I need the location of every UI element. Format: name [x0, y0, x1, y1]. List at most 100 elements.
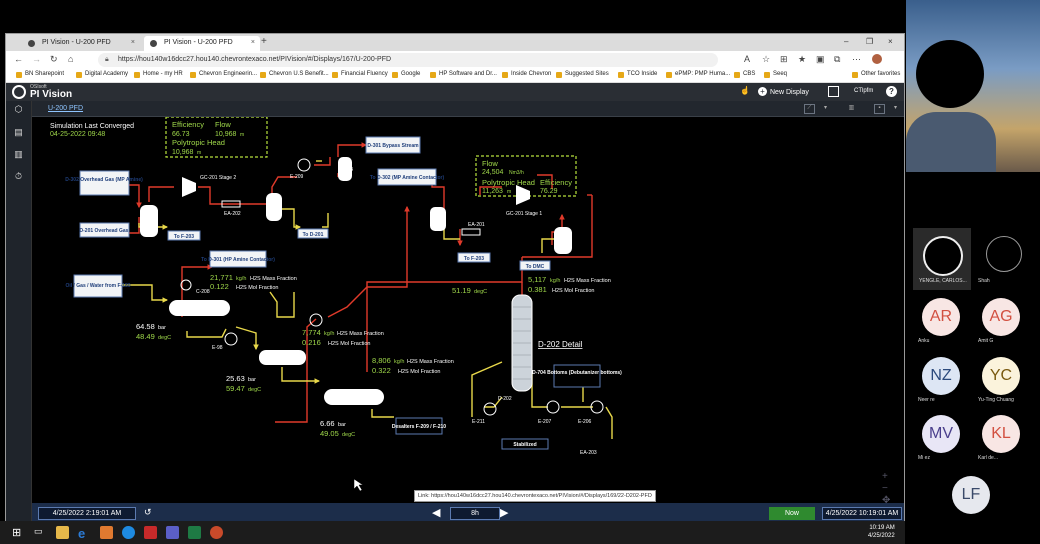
asset-icon[interactable]: ▥: [846, 104, 857, 114]
air-cooler-ea201: [462, 229, 480, 235]
help-icon[interactable]: ?: [886, 86, 897, 97]
close-window-icon[interactable]: ×: [888, 37, 893, 46]
other-favorites[interactable]: Other favorites: [852, 71, 900, 77]
bookmark-item[interactable]: TCO Inside: [618, 71, 657, 77]
reset-icon[interactable]: ↺: [144, 507, 152, 518]
bookmark-item[interactable]: CBS: [734, 71, 755, 77]
close-tab-icon[interactable]: ×: [131, 39, 135, 46]
browser-tab-2[interactable]: PI Vision - U-200 PFD ×: [144, 36, 260, 51]
events-icon[interactable]: ⏱: [13, 171, 24, 182]
pdf-icon[interactable]: [144, 526, 157, 539]
user-name[interactable]: CTlpfm: [854, 88, 873, 94]
back-triangle-icon[interactable]: ◀: [432, 506, 440, 519]
app-icon[interactable]: [210, 526, 223, 539]
duration-input[interactable]: 8h: [450, 507, 500, 520]
end-time-input[interactable]: 4/25/2022 10:19:01 AM: [822, 507, 902, 520]
bookmark-item[interactable]: Suggested Sites: [556, 71, 609, 77]
low-flow-value: 8,806: [372, 356, 391, 365]
start-time-input[interactable]: 4/25/2022 2:19:01 AM: [38, 507, 136, 520]
link-d704: [554, 365, 600, 387]
bookmark-item[interactable]: Seeq: [764, 71, 787, 77]
extension-icon[interactable]: ⊞: [780, 54, 788, 65]
participant-avatar[interactable]: LF: [952, 476, 990, 514]
compressor-gc201-stage1: [516, 185, 530, 205]
internet-explorer-icon[interactable]: e: [78, 526, 91, 539]
label-f203: F-203: [344, 396, 357, 402]
zoom-out-icon[interactable]: −: [882, 483, 890, 495]
forward-triangle-icon[interactable]: ▶: [500, 506, 508, 519]
browser-tab-1[interactable]: PI Vision - U-200 PFD ×: [22, 36, 140, 51]
chevron-down-icon[interactable]: ▾: [890, 104, 901, 114]
task-view-icon[interactable]: ▭: [34, 526, 47, 539]
back-arrow-icon[interactable]: ←: [14, 54, 23, 64]
outlook-icon[interactable]: [100, 526, 113, 539]
address-bar[interactable]: 🔒︎ https://hou140w16dcc27.hou140.chevron…: [98, 53, 718, 67]
collections-icon[interactable]: ▣: [816, 54, 825, 65]
taskbar-clock[interactable]: 10:19 AM 4/25/2022: [868, 524, 895, 540]
participant-avatar[interactable]: MV: [922, 415, 960, 453]
c208-mol-value: 0.122: [210, 282, 229, 291]
settings-icon[interactable]: ⋯: [852, 54, 861, 65]
kpi2-head-value: 11,263: [482, 188, 503, 195]
favorite-star-icon[interactable]: ☆: [762, 54, 770, 65]
pi-favicon-icon: [28, 40, 35, 47]
sim-converged-label: Simulation Last Converged: [50, 123, 134, 130]
refresh-icon[interactable]: ↻: [50, 54, 58, 65]
participant-avatar[interactable]: NZ: [922, 357, 960, 395]
osisoft-logo-icon[interactable]: [12, 85, 26, 99]
new-tab-button[interactable]: +: [261, 36, 267, 47]
bookmark-item[interactable]: Chevron Engineerin...: [190, 71, 257, 77]
lock-icon: 🔒︎: [105, 56, 109, 64]
participant-avatar[interactable]: KL: [982, 415, 1020, 453]
participant-avatar[interactable]: AR: [922, 298, 960, 336]
read-aloud-icon[interactable]: A: [744, 54, 750, 64]
bookmarks-bar: BN Sharepoint Digital Academy Home - my …: [6, 69, 905, 83]
home-icon[interactable]: ⌂: [68, 54, 73, 64]
symbols-icon[interactable]: ▤: [13, 127, 24, 138]
bookmark-item[interactable]: Financial Fluency: [332, 71, 388, 77]
minimize-icon[interactable]: –: [844, 37, 848, 46]
link-to-dmc-label: To DMC: [526, 264, 545, 270]
participant-avatar[interactable]: AG: [982, 298, 1020, 336]
tab-icon[interactable]: ⧉: [834, 54, 840, 65]
excel-icon[interactable]: [188, 526, 201, 539]
tab-title: PI Vision - U-200 PFD: [164, 39, 233, 46]
bookmark-item[interactable]: BN Sharepoint: [16, 71, 64, 77]
label-f201: F-201: [192, 307, 205, 313]
profile-avatar[interactable]: [872, 54, 882, 64]
now-button[interactable]: Now: [769, 507, 815, 520]
bookmark-item[interactable]: Home - my HR: [134, 71, 183, 77]
save-icon[interactable]: ▪: [874, 104, 885, 114]
participant-avatar[interactable]: YC: [982, 357, 1020, 395]
file-explorer-icon[interactable]: [56, 526, 69, 539]
bookmark-item[interactable]: Chevron U.S Benefit...: [260, 71, 329, 77]
browser-window: PI Vision - U-200 PFD × PI Vision - U-20…: [5, 33, 905, 523]
new-display-label: New Display: [770, 89, 809, 96]
windows-start-icon[interactable]: ⊞: [12, 526, 25, 539]
trend-icon[interactable]: ⟋: [804, 104, 815, 114]
restore-icon[interactable]: ❐: [866, 37, 873, 46]
display-name[interactable]: U-200 PFD: [48, 105, 83, 112]
favorites-icon[interactable]: ★: [798, 54, 806, 65]
pfd-canvas: Simulation Last Converged 04-25-2022 09:…: [32, 117, 905, 503]
display-icon[interactable]: [828, 86, 839, 97]
bookmark-item[interactable]: ePMP: PMP Huma...: [666, 71, 730, 77]
url-text: https://hou140w16dcc27.hou140.chevrontex…: [118, 56, 391, 63]
low-flow-unit: kg/h: [394, 359, 404, 365]
edge-icon[interactable]: [122, 526, 135, 539]
bookmark-item[interactable]: Inside Chevron: [502, 71, 551, 77]
forward-arrow-icon[interactable]: →: [32, 54, 41, 64]
zoom-in-icon[interactable]: +: [882, 471, 890, 483]
close-tab-icon[interactable]: ×: [251, 39, 255, 46]
new-display-button[interactable]: +New Display: [758, 87, 809, 96]
bookmark-item[interactable]: HP Software and Dr...: [430, 71, 497, 77]
cube-icon[interactable]: ⬡: [13, 104, 24, 115]
teams-icon[interactable]: [166, 526, 179, 539]
bookmark-item[interactable]: Digital Academy: [76, 71, 128, 77]
stream-line: [372, 409, 394, 417]
chevron-down-icon[interactable]: ▾: [820, 104, 831, 114]
kpi1-flow-value: 10,968: [215, 131, 237, 138]
brand-title: PI Vision: [30, 89, 72, 100]
library-icon[interactable]: ▥: [13, 149, 24, 160]
bookmark-item[interactable]: Google: [392, 71, 420, 77]
